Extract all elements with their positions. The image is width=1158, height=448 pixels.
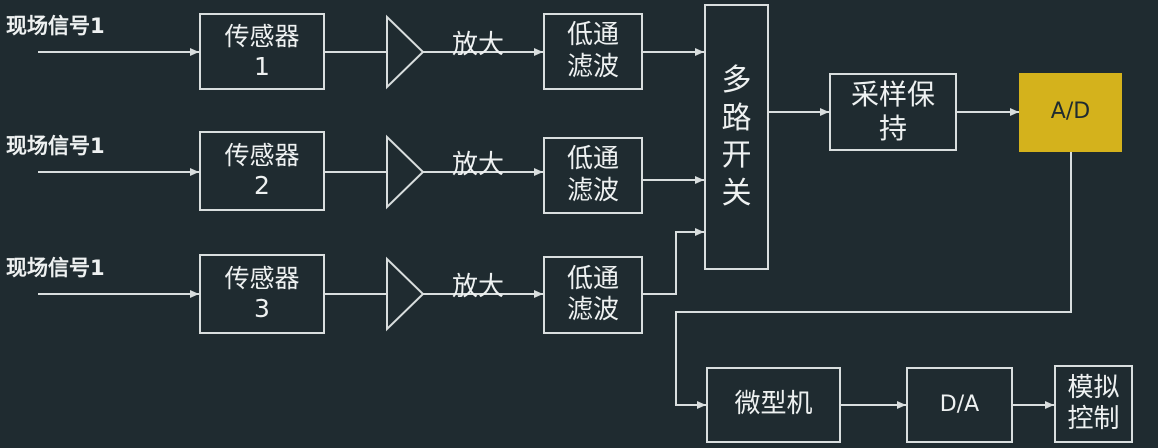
amplifier-label-1: 放大	[452, 30, 505, 60]
da-converter-box: D/A	[906, 367, 1013, 443]
sensor-box-3: 传感器 3	[199, 254, 325, 334]
amplifier-triangle-2	[386, 134, 425, 210]
sensor-box-2: 传感器 2	[199, 131, 325, 211]
sample-hold-box: 采样保 持	[829, 73, 957, 151]
signal-label-3: 现场信号1	[6, 256, 105, 280]
sample-hold-line1: 采样保	[850, 78, 935, 112]
signal-label-1: 现场信号1	[6, 14, 105, 38]
filter-line2-3: 滤波	[566, 295, 619, 325]
amplifier-label-2: 放大	[452, 150, 505, 180]
sensor-number-2: 2	[254, 171, 270, 200]
ad-mc-arrow	[675, 152, 1072, 409]
filter-line1-1: 低通	[566, 20, 619, 51]
da-label: D/A	[939, 391, 980, 417]
amplifier-triangle-1	[386, 14, 425, 90]
sensor-name-2: 传感器	[224, 141, 300, 170]
mux-char-3: 开	[721, 138, 752, 173]
sensor-number-3: 3	[254, 294, 270, 323]
amplifier-triangle-3	[386, 256, 425, 332]
filter-line2-1: 滤波	[566, 51, 619, 82]
lowpass-filter-box-1: 低通 滤波	[543, 13, 643, 90]
mux-char-2: 路	[721, 100, 752, 136]
analog-control-line2: 控制	[1067, 404, 1120, 434]
sensor-box-1: 传感器 1	[199, 13, 325, 90]
lowpass-filter-box-3: 低通 滤波	[543, 256, 643, 334]
filter-mux-arrow-3	[643, 228, 704, 295]
filter-line1-2: 低通	[566, 144, 619, 175]
sample-hold-line2: 持	[878, 112, 907, 145]
amplifier-label-3: 放大	[452, 272, 505, 302]
ad-label: A/D	[1050, 99, 1091, 125]
mux-char-4: 关	[721, 175, 752, 211]
lowpass-filter-box-2: 低通 滤波	[543, 137, 643, 214]
sensor-number-1: 1	[254, 51, 270, 81]
microcomputer-box: 微型机	[706, 367, 841, 443]
sensor-name-3: 传感器	[224, 264, 300, 293]
multiplexer-box: 多 路 开 关	[704, 4, 769, 270]
analog-control-box: 模拟 控制	[1054, 365, 1133, 443]
filter-line1-3: 低通	[566, 263, 619, 294]
sensor-name-1: 传感器	[224, 21, 300, 51]
analog-control-line1: 模拟	[1067, 372, 1120, 403]
microcomputer-label: 微型机	[734, 389, 813, 420]
signal-label-2: 现场信号1	[6, 134, 105, 158]
filter-line2-2: 滤波	[566, 175, 619, 206]
mux-char-1: 多	[721, 63, 752, 98]
ad-converter-box: A/D	[1019, 73, 1122, 152]
